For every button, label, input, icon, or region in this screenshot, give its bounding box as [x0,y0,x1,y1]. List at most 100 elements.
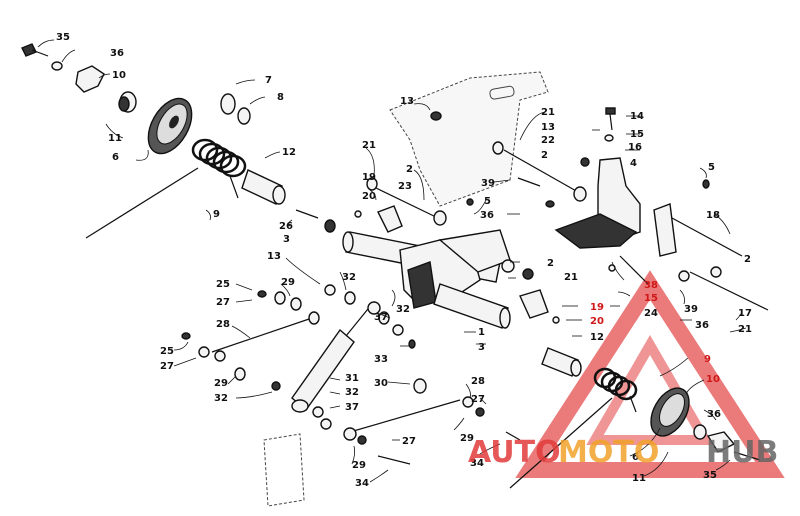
watermark-hub: HUB [706,435,778,470]
callout-label: 24 [644,308,658,319]
callout-label: 36 [707,409,721,420]
callout-label: 12 [590,332,604,343]
callout-label: 13 [267,251,281,262]
leader-lines [37,39,747,483]
callout-label: 21 [362,140,376,151]
callout-label: 39 [684,304,698,315]
torsion-spring [509,367,638,489]
callout-label: 6 [632,452,639,463]
nut [430,111,442,121]
callout-label: 10 [112,70,126,81]
callout-label: 15 [630,129,644,140]
watermark-auto: AUTO [468,435,561,470]
callout-label: 30 [374,378,388,389]
callout-label: 3 [478,342,485,353]
callout-label: 34 [355,478,369,489]
callout-label: 19 [590,302,604,313]
mounting-plate [554,213,638,249]
callout-label: 20 [590,316,604,327]
callout-label: 31 [345,373,359,384]
callout-label: 2 [406,164,413,175]
callout-label: 29 [214,378,228,389]
callout-label: 29 [281,277,295,288]
callout-label: 11 [632,473,646,484]
callout-label: 3 [283,234,290,245]
callout-label: 32 [214,393,228,404]
callout-label: 37 [374,312,388,323]
callout-label: 38 [644,280,658,291]
callout-label: 36 [480,210,494,221]
callout-label: 21 [738,324,752,335]
callout-label: 35 [56,32,70,43]
retainer-ring [237,107,251,125]
bolt [689,271,769,311]
callout-label: 12 [282,147,296,158]
callout-label: 36 [110,48,124,59]
callout-label: 9 [704,354,711,365]
lower-left-assembly [181,284,485,507]
callout-label: 20 [362,191,376,202]
callout-label: 6 [112,152,119,163]
link-arm [211,317,313,353]
watermark-moto: MOTO [558,435,659,470]
idler-wheel [650,387,690,437]
axle-tube [433,283,509,329]
callout-label: 27 [160,361,174,372]
callout-label: 25 [216,279,230,290]
callout-label: 21 [541,107,555,118]
bracket [75,65,105,93]
callout-label: 7 [265,75,272,86]
callout-label: 15 [644,293,658,304]
callout-label: 2 [744,254,751,265]
callout-label: 27 [471,394,485,405]
callout-label: 19 [362,172,376,183]
lower-right-assembly [505,347,761,489]
callout-label: 5 [484,196,491,207]
bolt [671,217,743,257]
callout-label: 18 [706,210,720,221]
callout-label: 28 [471,376,485,387]
callout-label: 29 [352,460,366,471]
callout-label: 32 [345,387,359,398]
callout-label: 5 [708,162,715,173]
bearing [220,93,236,115]
callout-label: 27 [216,297,230,308]
callout-label: 22 [541,135,555,146]
callout-label: 27 [402,436,416,447]
callout-label: 16 [628,142,642,153]
callout-label: 32 [396,304,410,315]
callout-label: 10 [706,374,720,385]
spring-sleeve [541,347,579,377]
side-bracket [653,203,677,257]
tunnel-plate [389,71,549,207]
callout-label: 37 [345,402,359,413]
callout-label: 29 [460,433,474,444]
callout-label: 35 [703,470,717,481]
callout-label: 8 [277,92,284,103]
arm-bracket [519,289,549,319]
callout-label: 32 [342,272,356,283]
callout-label: 11 [108,133,122,144]
torsion-spring [85,138,247,239]
callout-label: 17 [738,308,752,319]
callout-label: 39 [481,178,495,189]
callout-label: 14 [630,111,644,122]
callout-label: 2 [547,258,554,269]
arm-bracket [377,205,403,233]
callout-label: 25 [160,346,174,357]
callout-label: 23 [398,181,412,192]
shock-absorber [291,301,381,413]
callout-labels: 35 36 10 7 8 11 6 9 12 26 3 13 21 22 2 1… [56,32,752,489]
pin [295,209,319,219]
shaft [503,149,579,193]
callout-label: 2 [541,150,548,161]
callout-label: 13 [400,96,414,107]
center-assembly [342,177,560,329]
bolt [21,43,49,57]
upper-right-assembly [389,71,769,311]
callout-label: 1 [478,327,485,338]
callout-label: 26 [279,221,293,232]
callout-label: 13 [541,122,555,133]
